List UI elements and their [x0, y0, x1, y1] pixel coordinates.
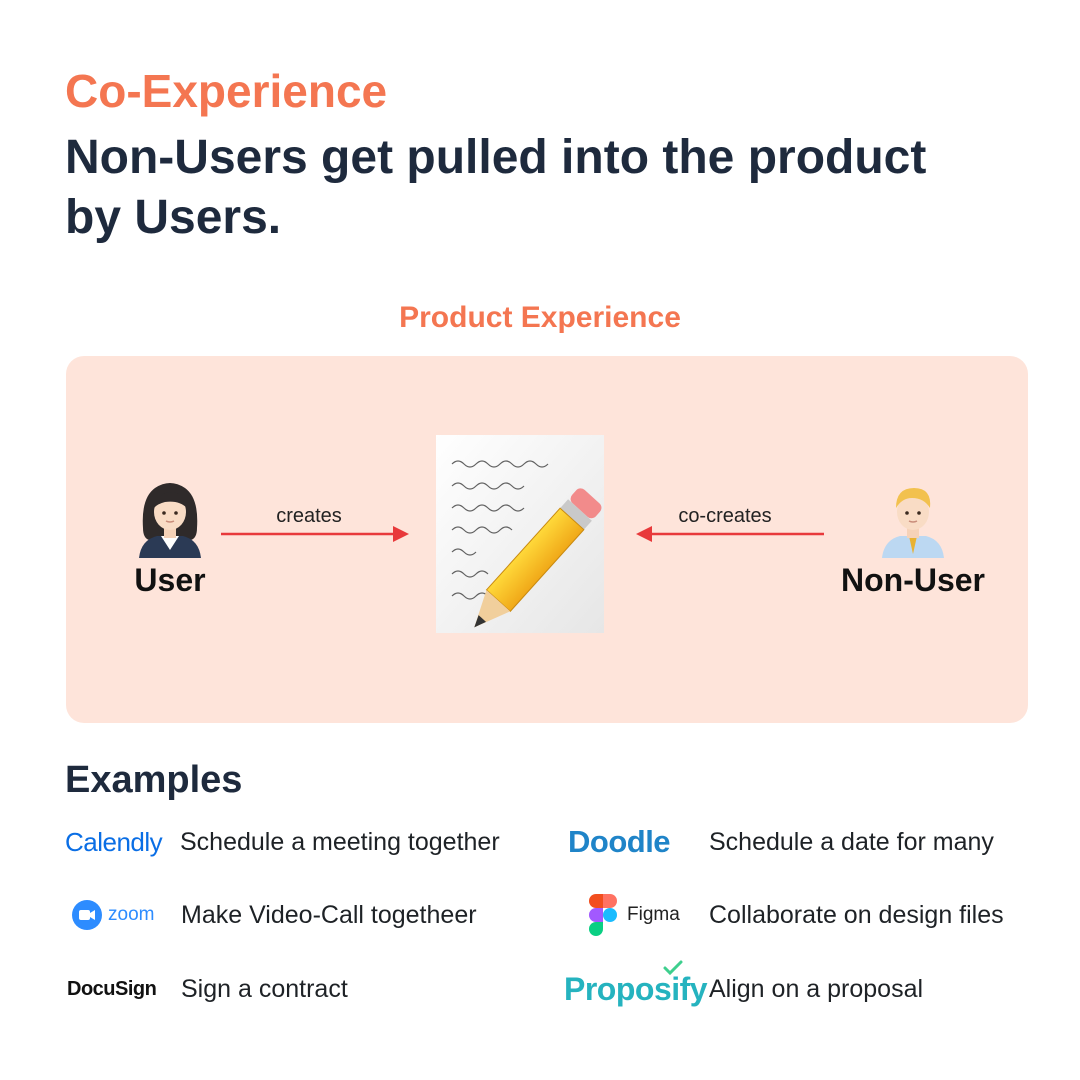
examples-title: Examples — [65, 759, 243, 801]
example-calendly: Calendly Schedule a meeting together — [65, 820, 535, 864]
headline-line-1: Non-Users get pulled into the product — [65, 131, 927, 184]
cocreates-arrow — [636, 526, 824, 542]
example-description: Schedule a meeting together — [180, 828, 500, 856]
proposify-wordmark: Proposify — [564, 970, 708, 1007]
creates-label: creates — [276, 505, 342, 527]
cocreates-label: co-creates — [678, 505, 772, 527]
example-description: Align on a proposal — [709, 975, 924, 1003]
calendly-logo: Calendly — [65, 820, 163, 864]
figma-icon — [589, 894, 617, 936]
creates-arrow — [221, 526, 409, 542]
example-description: Sign a contract — [181, 975, 348, 1003]
man-office-worker-icon — [882, 488, 944, 558]
example-zoom: zoom Make Video-Call togetheer — [72, 893, 542, 937]
doodle-logo: Doodle — [568, 820, 671, 864]
proposify-logo: Proposify — [564, 960, 708, 1011]
calendly-wordmark: Calendly — [65, 826, 163, 857]
kicker-title: Co-Experience — [65, 65, 388, 117]
example-doodle: Doodle Schedule a date for many — [568, 820, 1038, 864]
example-description: Collaborate on design files — [709, 901, 1004, 929]
zoom-wordmark: zoom — [108, 904, 155, 925]
headline: Non-Users get pulled into the product by… — [65, 128, 1025, 248]
product-experience-title: Product Experience — [399, 301, 681, 334]
doodle-wordmark: Doodle — [568, 824, 671, 859]
headline-line-2: by Users. — [65, 191, 282, 244]
example-description: Make Video-Call togetheer — [181, 901, 477, 929]
user-actor: User — [80, 478, 260, 599]
woman-office-worker-icon — [139, 483, 201, 558]
nonuser-label: Non-User — [840, 562, 985, 598]
figma-logo: Figma — [589, 893, 680, 937]
user-label: User — [134, 562, 206, 598]
example-figma: Figma Collaborate on design files — [589, 893, 1039, 937]
example-proposify: Proposify Align on a proposal — [564, 960, 1034, 1011]
docusign-wordmark: DocuSign — [67, 977, 157, 1000]
docusign-logo: DocuSign — [67, 967, 157, 1011]
checkmark-icon — [663, 960, 683, 976]
video-camera-icon — [72, 900, 102, 930]
memo-pencil-icon — [436, 435, 604, 633]
zoom-logo: zoom — [72, 893, 154, 937]
figma-wordmark: Figma — [627, 904, 680, 925]
example-description: Schedule a date for many — [709, 828, 994, 856]
nonuser-actor: Non-User — [818, 478, 1008, 599]
example-docusign: DocuSign Sign a contract — [67, 967, 537, 1011]
